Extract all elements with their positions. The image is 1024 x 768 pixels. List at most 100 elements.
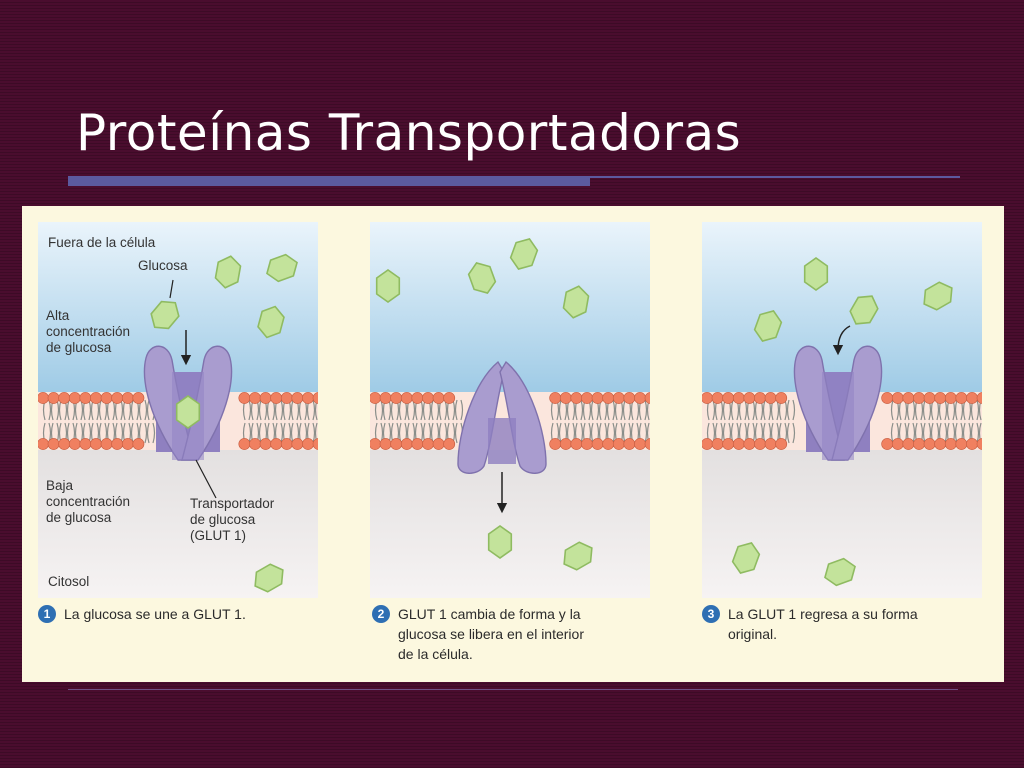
phospholipid-head [934, 438, 947, 450]
phospholipid-head [634, 438, 646, 450]
phospholipid-head [591, 392, 604, 404]
caption-step-1: 1 La glucosa se une a GLUT 1. [38, 604, 246, 624]
phospholipid-head [280, 438, 293, 450]
phospholipid-head [47, 392, 60, 404]
phospholipid-head [238, 438, 251, 450]
phospholipid-head [732, 438, 745, 450]
glut1-transporter [457, 360, 547, 474]
phospholipid-head [249, 438, 261, 450]
phospholipid-head [612, 392, 625, 404]
phospholipid-head [966, 392, 978, 404]
lipid-tail [786, 422, 796, 444]
cell-membrane [38, 392, 318, 450]
phospholipid-head [132, 438, 145, 450]
phospholipid-head [634, 392, 646, 404]
phospholipid-head [38, 392, 49, 404]
footer-line [68, 689, 958, 690]
caption-step-3: 3 La GLUT 1 regresa a su forma original. [702, 604, 918, 644]
phospholipid-head [913, 438, 925, 450]
phospholipid-head [111, 392, 124, 404]
label-glucose: Glucosa [138, 258, 188, 273]
phospholipid-head [881, 438, 894, 450]
phospholipid-head [270, 438, 283, 450]
glucose-molecule [150, 300, 180, 330]
step-badge-1: 1 [38, 605, 56, 623]
phospholipid-head [775, 438, 788, 450]
glucose-molecule [803, 257, 829, 291]
phospholipid-head [754, 438, 766, 450]
phospholipid-head [559, 392, 572, 404]
glucose-molecule [214, 255, 242, 289]
glucose-molecule [467, 262, 497, 294]
phospholipid-head [90, 392, 102, 404]
phospholipid-head [259, 392, 272, 404]
glucose-molecule [562, 285, 590, 319]
phospholipid-head [743, 438, 756, 450]
phospholipid-head [259, 438, 272, 450]
phospholipid-head [291, 392, 304, 404]
phospholipid-head [100, 438, 113, 450]
phospholipid-head [702, 392, 713, 404]
glucose-molecule [923, 281, 953, 311]
phospholipid-head [570, 438, 583, 450]
phospholipid-head [902, 438, 915, 450]
phospholipid-head [432, 392, 445, 404]
glucose-molecule [824, 557, 856, 587]
phospholipid-head [47, 438, 60, 450]
phospholipid-head [743, 392, 756, 404]
label-glucose-transporter: Transportador de glucosa (GLUT 1) [190, 496, 275, 543]
phospholipid-head [623, 438, 636, 450]
glucose-molecule [266, 253, 298, 283]
phospholipid-head [111, 438, 124, 450]
phospholipid-head [559, 438, 572, 450]
phospholipid-head [944, 438, 957, 450]
phospholipid-head [249, 392, 261, 404]
phospholipid-head [913, 392, 925, 404]
label-cytosol: Citosol [48, 574, 90, 589]
phospholipid-head [400, 392, 413, 404]
panel-1: Fuera de la célula Glucosa Alta concentr… [38, 222, 318, 598]
cytosol-space [370, 450, 650, 598]
phospholipid-head [312, 392, 318, 404]
caption-text-3: La GLUT 1 regresa a su forma original. [728, 606, 918, 642]
phospholipid-head [955, 438, 968, 450]
phospholipid-head [79, 392, 92, 404]
phospholipid-head [775, 392, 788, 404]
phospholipid-head [602, 438, 615, 450]
caption-text-2: GLUT 1 cambia de forma y la glucosa se l… [398, 606, 584, 662]
glucose-molecule [254, 563, 284, 593]
phospholipid-head [302, 392, 314, 404]
phospholipid-head [38, 438, 49, 450]
phospholipid-head [422, 438, 434, 450]
phospholipid-head [764, 392, 777, 404]
phospholipid-head [432, 438, 445, 450]
phospholipid-head [591, 438, 604, 450]
phospholipid-head [58, 392, 71, 404]
phospholipid-head [711, 438, 724, 450]
phospholipid-head [443, 392, 456, 404]
extracellular-space [370, 222, 650, 392]
phospholipid-head [891, 392, 904, 404]
phospholipid-head [400, 438, 413, 450]
phospholipid-head [379, 392, 392, 404]
step-badge-3: 3 [702, 605, 720, 623]
glucose-molecule [175, 395, 201, 429]
phospholipid-head [411, 392, 424, 404]
phospholipid-head [581, 438, 593, 450]
glucose-molecule [563, 541, 593, 571]
phospholipid-head [881, 392, 894, 404]
phospholipid-head [602, 392, 615, 404]
phospholipid-head [58, 438, 71, 450]
title-accent-line [590, 176, 960, 178]
phospholipid-head [90, 438, 102, 450]
phospholipid-head [581, 392, 593, 404]
phospholipid-head [302, 438, 314, 450]
phospholipid-head [79, 438, 92, 450]
phospholipid-head [976, 392, 982, 404]
extracellular-space [38, 222, 318, 392]
phospholipid-head [370, 438, 381, 450]
phospholipid-head [702, 438, 713, 450]
slide-title: Proteínas Transportadoras [76, 104, 742, 162]
transporter-right-lobe [499, 360, 547, 474]
figure: Fuera de la célula Glucosa Alta concentr… [22, 206, 1004, 682]
